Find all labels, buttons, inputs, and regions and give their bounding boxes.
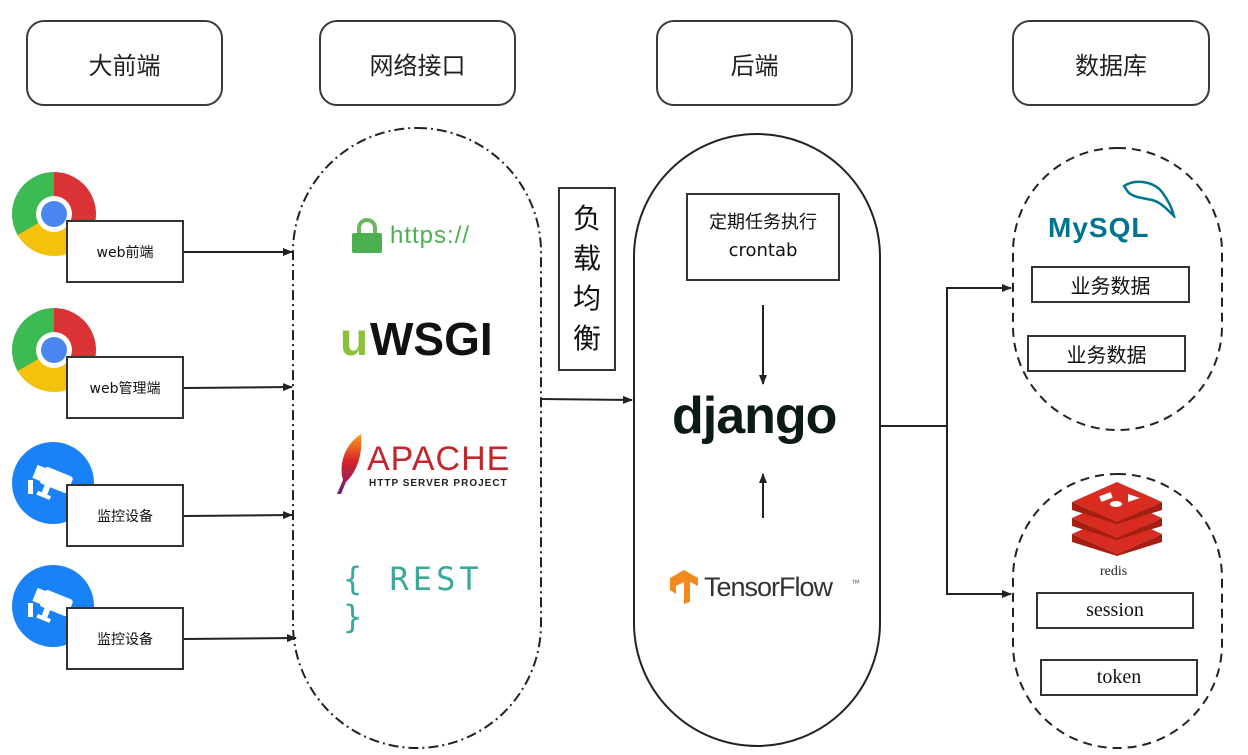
arrow-monitor-1 [183, 511, 293, 520]
uwsgi-text: WSGI [370, 313, 493, 365]
header-frontend-label: 大前端 [88, 51, 161, 80]
client-label: 监控设备 [97, 508, 153, 525]
rest-text: { REST } [343, 560, 483, 636]
arrow-web-admin [183, 383, 293, 392]
mysql-item-label: 业务数据 [1066, 343, 1147, 367]
client-label: 监控设备 [97, 631, 153, 648]
uwsgi-u: u [340, 313, 369, 365]
header-frontend: 大前端 [26, 20, 223, 106]
tensorflow-text: TensorFlow [704, 572, 833, 602]
redis-item-label: token [1096, 666, 1142, 688]
dolphin-icon [1122, 180, 1176, 218]
https-logo: https:// [350, 218, 500, 254]
crontab-title: 定期任务执行 [709, 212, 817, 233]
django-text: django [672, 387, 837, 445]
header-network-label: 网络接口 [369, 51, 466, 80]
client-box-web-admin: web管理端 [66, 356, 184, 419]
header-network: 网络接口 [319, 20, 516, 106]
redis-item: token [1040, 659, 1198, 696]
https-text: https:// [390, 222, 471, 249]
crontab-name: crontab [728, 240, 798, 261]
arrow-monitor-2 [183, 634, 297, 643]
redis-item-label: session [1086, 599, 1144, 621]
client-box-monitor: 监控设备 [66, 484, 184, 547]
arrow-to-redis [946, 426, 1012, 598]
mysql-item-label: 业务数据 [1070, 274, 1151, 298]
load-balance-char: 衡 [572, 322, 601, 355]
arrow-network-backend [540, 395, 633, 404]
apache-subtext: HTTP SERVER PROJECT [369, 478, 508, 489]
header-database-label: 数据库 [1075, 51, 1147, 80]
apache-logo: APACHE HTTP SERVER PROJECT [333, 432, 523, 496]
load-balance-char: 负 [572, 202, 601, 235]
header-backend: 后端 [656, 20, 853, 106]
tensorflow-tm: ™ [851, 578, 860, 588]
header-database: 数据库 [1012, 20, 1210, 106]
redis-item: session [1036, 592, 1194, 629]
tensorflow-icon [670, 570, 698, 604]
chrome-icon [12, 308, 96, 392]
backend-container [633, 133, 881, 747]
mysql-logo: MySQL [1048, 178, 1178, 243]
crontab-box: 定期任务执行 crontab [686, 193, 840, 281]
mysql-item: 业务数据 [1027, 335, 1186, 372]
client-label: web前端 [96, 244, 154, 261]
network-container [292, 127, 542, 749]
load-balance-char: 均 [572, 282, 601, 315]
uwsgi-logo: u WSGI [340, 312, 520, 366]
load-balance-char: 载 [572, 242, 601, 275]
django-logo: django [672, 386, 858, 456]
load-balance-box: 负 载 均 衡 [558, 187, 616, 371]
mysql-item: 业务数据 [1031, 266, 1190, 303]
lock-icon [352, 218, 382, 253]
client-label: web管理端 [89, 380, 161, 397]
apache-text: APACHE [367, 440, 511, 478]
client-box-monitor: 监控设备 [66, 607, 184, 670]
arrow-to-mysql [946, 284, 1012, 426]
rest-logo: { REST } [343, 560, 513, 636]
redis-icon [1072, 482, 1162, 556]
tensorflow-logo: TensorFlow ™ [670, 568, 870, 608]
redis-container [1012, 473, 1223, 749]
mysql-container [1012, 147, 1223, 431]
header-backend-label: 后端 [730, 51, 779, 80]
mysql-text: MySQL [1048, 212, 1150, 243]
client-box-web-frontend: web前端 [66, 220, 184, 283]
redis-label: redis [1100, 564, 1128, 579]
feather-icon [337, 434, 362, 494]
